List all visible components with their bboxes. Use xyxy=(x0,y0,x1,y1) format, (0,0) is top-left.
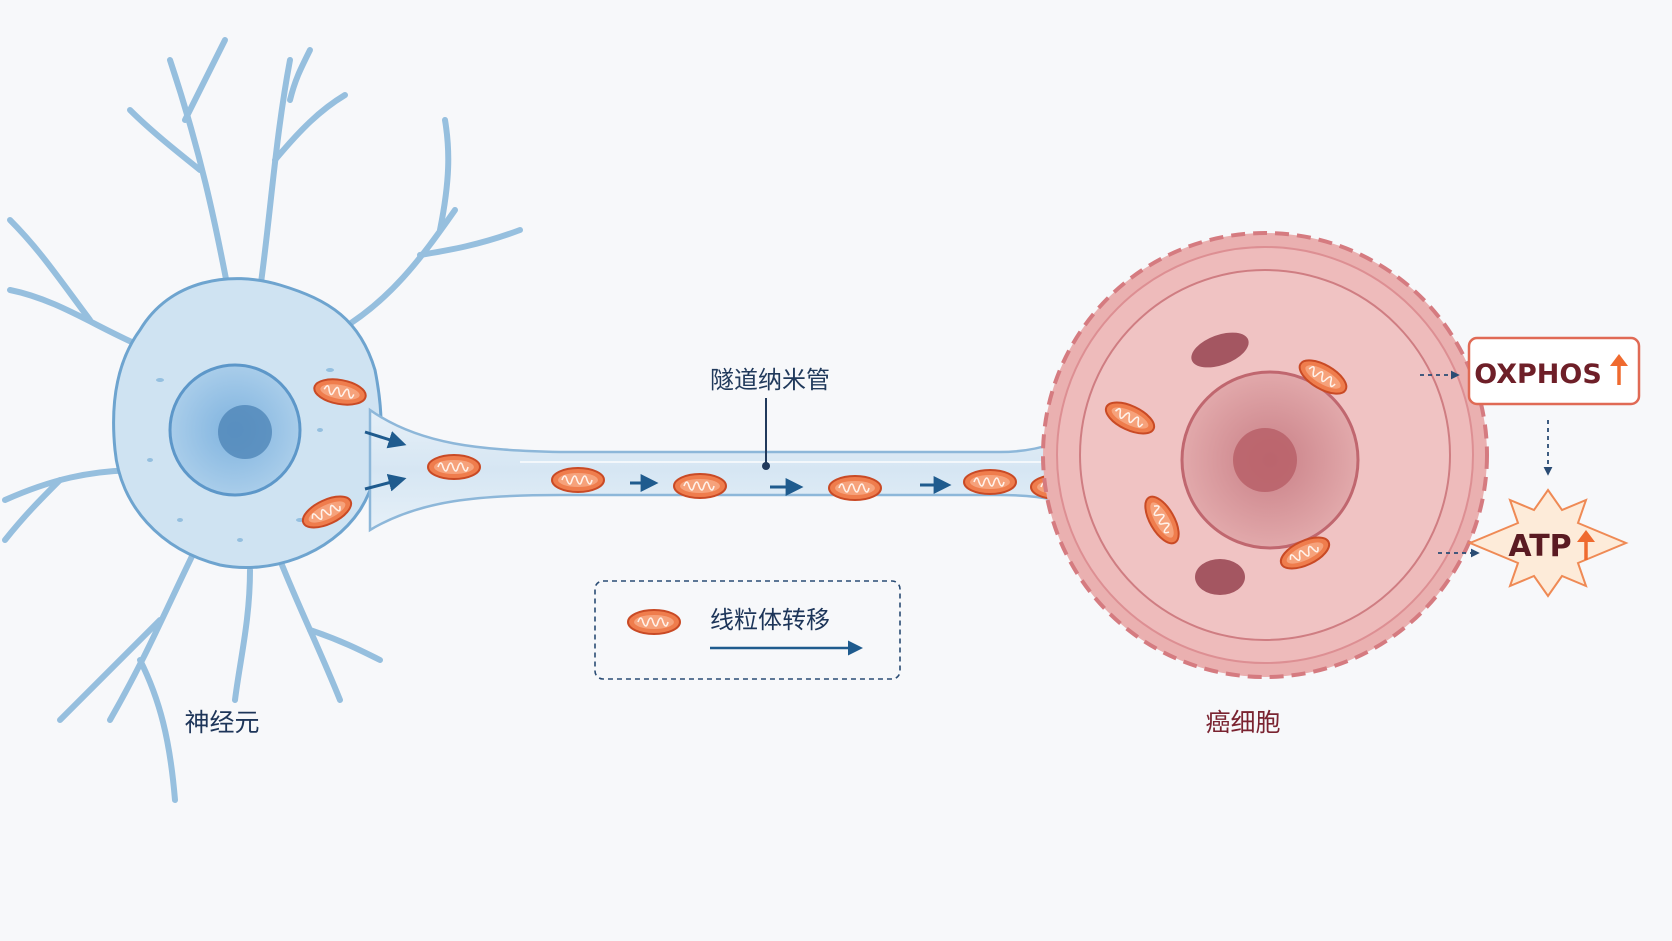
legend-box: 线粒体转移 xyxy=(594,580,901,680)
oxphos-up-arrow-icon xyxy=(1610,354,1628,385)
legend-mitochondrion-icon xyxy=(627,609,681,635)
oxphos-box: OXPHOS xyxy=(1467,336,1641,406)
oxphos-label: OXPHOS xyxy=(1474,359,1602,390)
tube-mitochondrion xyxy=(551,467,605,493)
svg-text:ATP: ATP xyxy=(1508,529,1571,564)
tube-mitochondrion xyxy=(828,475,882,501)
cancer-label: 癌细胞 xyxy=(1205,708,1280,737)
transfer-arrow xyxy=(364,430,407,449)
atp-up-arrow-icon xyxy=(1577,530,1595,560)
cancer-cell xyxy=(1041,231,1489,679)
legend-label: 线粒体转移 xyxy=(710,606,830,634)
transfer-arrow xyxy=(364,473,407,492)
tube-leader-dot xyxy=(762,462,770,470)
neuron-label: 神经元 xyxy=(184,708,259,737)
tube-mitochondrion xyxy=(673,473,727,499)
tube-mitochondrion xyxy=(963,469,1017,495)
atp-label: ATP xyxy=(1508,529,1571,564)
atp-burst: ATP xyxy=(1467,488,1629,598)
tube-mitochondrion xyxy=(427,454,481,480)
neuron-cell xyxy=(2,37,523,803)
connector-arrows xyxy=(1420,370,1553,558)
svg-text:OXPHOS: OXPHOS xyxy=(1474,359,1602,390)
tube-label: 隧道纳米管 xyxy=(710,366,830,394)
